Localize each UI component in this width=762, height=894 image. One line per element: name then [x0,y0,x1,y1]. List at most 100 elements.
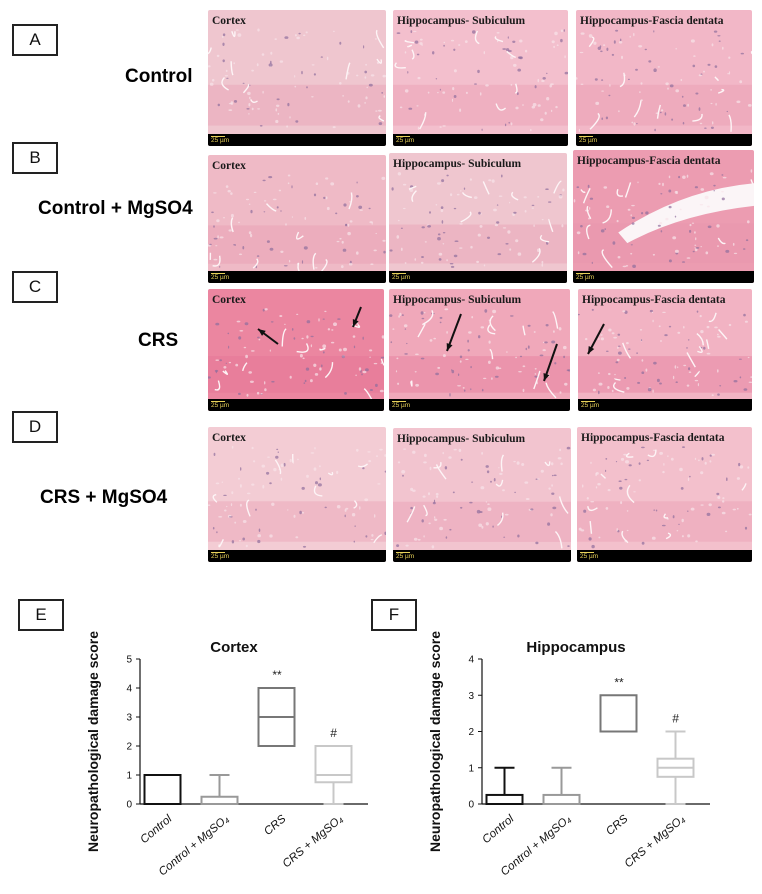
y-tick-label: 4 [468,655,474,666]
scale-bar-label: 25 µm [211,402,230,409]
box [485,793,524,805]
micrograph-caption: Hippocampus- Subiculum [397,433,526,445]
scale-bar: 25 µm [577,550,752,562]
y-axis-label: Neuropathological damage score [427,631,443,852]
micrograph-row3-col1: Cortex 25 µm [208,289,384,411]
scale-bar-label: 25 µm [211,137,230,144]
hippocampus-box-plot: Hippocampus Neuropathological damage scor… [427,631,710,878]
y-tick-label: 3 [468,691,474,702]
scale-bar-label: 25 µm [579,137,598,144]
y-tick-label: 5 [126,655,132,666]
scale-bar: 25 µm [393,134,568,146]
panel-label-f: F [371,599,417,631]
micrograph-row2-col2: Hippocampus- Subiculum 25 µm [389,153,567,283]
tissue-texture [578,308,752,397]
box [143,774,182,805]
panel-label-b: B [12,142,58,174]
x-tick-label: Control [480,813,516,846]
chart-title: Cortex [210,639,258,656]
tissue-texture [208,445,386,548]
micrograph-caption: Cortex [212,432,246,444]
significance-marker: ** [272,668,282,682]
scale-bar-label: 25 µm [392,274,411,281]
row-label-control: Control [125,66,193,87]
micrograph-row4-col1: Cortex 25 µm [208,427,386,562]
scale-bar-label: 25 µm [580,553,599,560]
panel-label-d: D [12,411,58,443]
significance-marker: # [330,726,337,740]
panel-label-e: E [18,599,64,631]
box [542,793,581,805]
micrograph-row1-col3: Hippocampus-Fascia dentata 25 µm [576,10,752,146]
micrograph-caption: Hippocampus- Subiculum [393,294,522,306]
scale-bar: 25 µm [208,399,384,411]
scale-bar: 25 µm [573,271,754,283]
micrograph-row3-col3: Hippocampus-Fascia dentata 25 µm [578,289,752,411]
scale-bar: 25 µm [578,399,752,411]
panel-label-a: A [12,24,58,56]
chart-title: Hippocampus [526,639,625,656]
scale-bar-label: 25 µm [396,137,415,144]
y-tick-label: 3 [126,713,132,724]
micrograph-caption: Hippocampus-Fascia dentata [581,432,725,444]
scale-bar: 25 µm [393,550,571,562]
scale-bar-label: 25 µm [211,553,230,560]
micrograph-row2-col1: Cortex 25 µm [208,155,386,283]
box [314,745,353,784]
scale-bar: 25 µm [576,134,752,146]
tissue-texture [208,28,386,129]
scale-bar: 25 µm [208,271,386,283]
box [200,795,239,805]
micrograph-caption: Cortex [212,294,246,306]
x-tick-label: CRS [604,813,631,838]
significance-marker: # [672,712,679,726]
micrograph-row2-col3: Hippocampus-Fascia dentata 25 µm [573,150,754,283]
scale-bar: 25 µm [208,134,386,146]
y-tick-label: 0 [468,800,474,811]
scale-bar-label: 25 µm [392,402,411,409]
row-label-control-mgso4: Control + MgSO4 [38,198,193,219]
scale-bar-label: 25 µm [211,274,230,281]
tissue-texture [208,306,384,401]
micrograph-row4-col2: Hippocampus- Subiculum 25 µm [393,428,571,562]
scale-bar-label: 25 µm [396,553,415,560]
y-tick-label: 1 [468,763,474,774]
scale-bar-label: 25 µm [581,402,600,409]
box [599,694,638,733]
scale-bar: 25 µm [389,271,567,283]
micrograph-row1-col1: Cortex 25 µm [208,10,386,146]
tissue-texture [576,29,752,132]
y-tick-label: 1 [126,771,132,782]
micrograph-row4-col3: Hippocampus-Fascia dentata 25 µm [577,427,752,562]
significance-marker: ** [614,675,624,689]
tissue-texture [208,174,386,276]
tissue-texture [389,172,567,268]
panel-label-c: C [12,271,58,303]
row-label-crs: CRS [138,330,179,351]
x-tick-label: Control [138,813,174,846]
micrograph-caption: Cortex [212,160,246,172]
y-tick-label: 2 [126,742,132,753]
micrograph-caption: Hippocampus-Fascia dentata [582,294,726,306]
y-tick-label: 2 [468,727,474,738]
scale-bar-label: 25 µm [576,274,595,281]
x-tick-label: CRS + MgSO₄ [623,813,688,870]
tissue-texture [389,308,570,399]
scale-bar: 25 µm [208,550,386,562]
y-tick-label: 4 [126,684,132,695]
row-label-crs-mgso4: CRS + MgSO4 [40,487,168,508]
micrograph-caption: Hippocampus-Fascia dentata [580,15,724,27]
tissue-texture [573,169,754,269]
micrograph-row3-col2: Hippocampus- Subiculum 25 µm [389,289,570,411]
x-tick-label: CRS + MgSO₄ [281,813,346,870]
tissue-texture [393,29,568,132]
micrograph-caption: Cortex [212,15,246,27]
micrograph-row1-col2: Hippocampus- Subiculum 25 µm [393,10,568,146]
y-tick-label: 0 [126,800,132,811]
micrograph-caption: Hippocampus- Subiculum [393,158,522,170]
x-tick-label: CRS [262,813,289,838]
scale-bar: 25 µm [389,399,570,411]
micrograph-caption: Hippocampus-Fascia dentata [577,155,721,167]
micrograph-caption: Hippocampus- Subiculum [397,15,526,27]
